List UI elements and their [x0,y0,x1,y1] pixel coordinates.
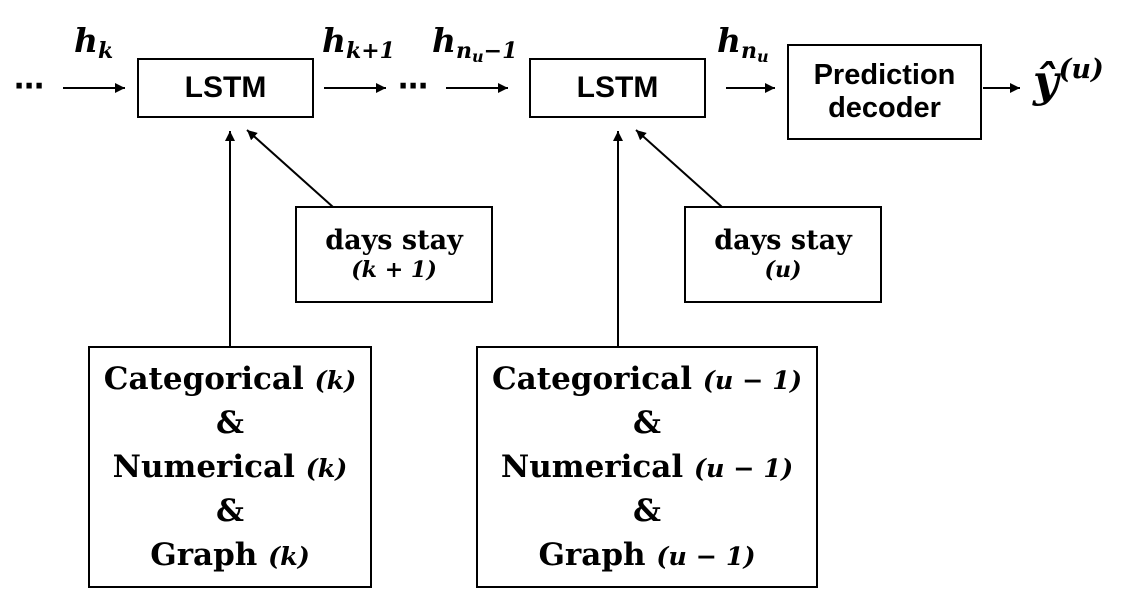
days-stay-box-k: days stay (k + 1) [295,206,493,303]
numerical-line: Numerical (k) [112,448,348,485]
ellipsis-middle: ⋯ [398,69,428,104]
arrow-days-u-to-lstm2 [635,129,723,208]
label-h-k-plus-1: hk+1 [322,21,395,64]
label-h-nu: hnu [717,21,769,66]
lstm-cell-k: LSTM [137,58,314,118]
ampersand: & [216,404,244,441]
decoder-line-2: decoder [828,92,941,124]
days-stay-label: days stay [714,225,852,257]
prediction-decoder-box: Prediction decoder [787,44,982,140]
ampersand: & [633,493,661,529]
days-stay-param: (k + 1) [351,257,437,284]
lstm-cell-u: LSTM [529,58,706,118]
days-stay-param: (u) [764,257,802,284]
categorical-line: Categorical (u − 1) [492,360,802,397]
decoder-line-1: Prediction [813,58,956,91]
numerical-line: Numerical (u − 1) [500,448,794,485]
days-stay-box-u: days stay (u) [684,206,882,303]
feature-input-box-k: Categorical (k) & Numerical (k) & Graph … [88,346,372,588]
output-y-hat: ŷ(u) [1033,54,1104,107]
graph-line: Graph (u − 1) [538,537,756,574]
categorical-line: Categorical (k) [103,360,357,397]
feature-input-box-u: Categorical (u − 1) & Numerical (u − 1) … [476,346,818,588]
ellipsis-left: ⋯ [14,69,44,104]
label-h-k: hk [74,21,114,64]
lstm-label: LSTM [184,71,267,104]
lstm-label: LSTM [576,71,659,104]
days-stay-label: days stay [325,225,463,257]
arrow-days-k-to-lstm1 [246,129,334,208]
label-h-nu-minus-1: hnu−1 [432,21,518,66]
ampersand: & [633,404,661,441]
ampersand: & [216,493,244,529]
graph-line: Graph (k) [150,537,310,574]
